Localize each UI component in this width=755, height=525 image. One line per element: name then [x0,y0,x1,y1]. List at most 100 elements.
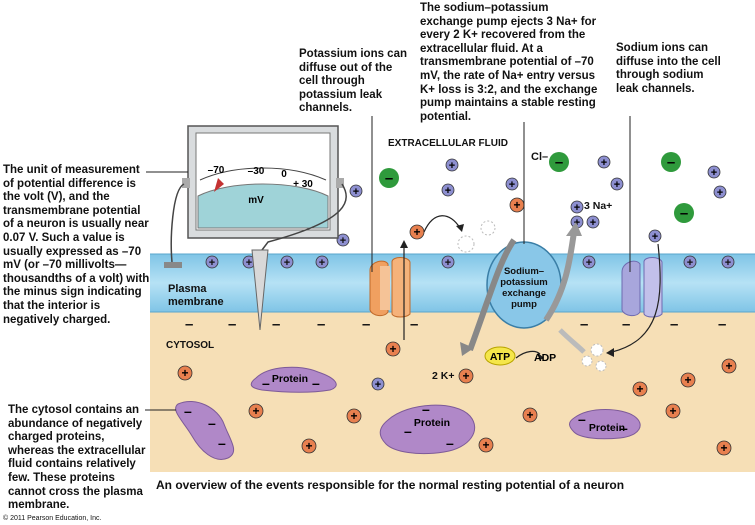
svg-text:+: + [375,379,381,391]
svg-text:+: + [353,186,359,198]
svg-text:+: + [252,404,259,418]
protein-note: The cytosol contains an abundance of neg… [8,404,146,512]
svg-text:–: – [404,423,412,439]
svg-text:+: + [246,257,252,269]
svg-text:+: + [590,217,596,229]
adp-label: ADP [534,352,556,364]
svg-text:+: + [509,179,515,191]
svg-text:+: + [181,366,188,380]
svg-text:+: + [513,198,520,212]
protein-label-2: Protein [414,417,450,429]
meter-needle [214,178,224,192]
protein-label-1: Protein [272,373,308,385]
svg-text:+: + [717,187,723,199]
meter-scale-zero: 0 [281,169,287,180]
svg-text:–: – [410,316,418,333]
svg-text:+: + [526,408,533,422]
protein-label-3: Protein [589,422,625,434]
svg-text:+: + [445,185,451,197]
svg-text:+: + [687,257,693,269]
membrane-negative-charges: ––– ––– –––– [185,316,726,333]
meter-unit: mV [248,195,264,206]
membrane-label: Plasma membrane [168,283,224,308]
chloride-label: Cl– [531,151,549,163]
svg-text:+: + [284,257,290,269]
extracellular-ions: + + + + + + + + + + + + + + + – – – – [319,152,727,253]
cytosol-label: CYTOSOL [166,340,215,351]
svg-text:–: – [184,403,192,419]
svg-text:–: – [185,316,193,333]
svg-text:+: + [652,231,658,243]
svg-text:–: – [580,316,588,333]
svg-text:+: + [574,217,580,229]
svg-text:+: + [636,382,643,396]
pump-note: The sodium–potassium exchange pump eject… [420,2,598,123]
svg-text:+: + [350,409,357,423]
atp-label: ATP [490,351,510,363]
svg-text:–: – [667,154,675,171]
svg-text:+: + [725,359,732,373]
svg-text:+: + [669,404,676,418]
svg-text:–: – [578,411,586,427]
na-outflow-arrow [543,231,577,322]
svg-text:–: – [385,170,393,187]
figure-caption: An overview of the events responsible fo… [156,478,625,492]
svg-text:–: – [670,316,678,333]
svg-text:+: + [720,441,727,455]
leader-lines [145,116,631,411]
k-exit-arrow [423,215,461,233]
svg-text:+: + [601,157,607,169]
k-inflow-arrow [467,238,517,352]
svg-text:+: + [574,202,580,214]
proteins: –– ––– ––– –– [175,366,641,460]
na-entry-arrow [611,243,661,353]
svg-text:+: + [209,257,215,269]
extracellular-label: EXTRACELLULAR FLUID [388,138,508,149]
svg-text:–: – [446,435,454,451]
pump-label: Sodium– potassium exchange pump [500,266,548,310]
svg-text:+: + [389,342,396,356]
svg-text:+: + [725,257,731,269]
svg-text:+: + [482,438,489,452]
svg-text:+: + [614,179,620,191]
svg-text:–: – [555,154,563,171]
potassium-leak-channel [369,257,411,318]
sodium-leak-channel [621,257,663,318]
sodium-count-label: 3 Na+ [584,200,613,212]
meter-scale-minus30: –30 [248,166,265,177]
svg-text:+: + [340,235,346,247]
potassium-note: Potassium ions can diffuse out of the ce… [299,48,408,115]
svg-text:–: – [312,375,320,391]
svg-text:–: – [228,316,236,333]
volt-note: The unit of measurement of potential dif… [3,164,150,326]
copyright: © 2011 Pearson Education, Inc. [3,515,102,522]
svg-text:+: + [305,439,312,453]
potassium-count-label: 2 K+ [432,370,455,382]
svg-text:+: + [684,373,691,387]
svg-text:+: + [413,225,420,239]
svg-text:+: + [586,257,592,269]
svg-text:–: – [262,375,270,391]
svg-text:–: – [422,401,430,417]
svg-text:+: + [462,369,469,383]
svg-text:–: – [317,316,325,333]
svg-text:+: + [711,167,717,179]
cytosol-ions: + + + + + + + + + + + + + + [177,341,737,456]
svg-text:–: – [362,316,370,333]
svg-text:+: + [449,160,455,172]
meter-scale-plus30: + 30 [293,179,313,190]
meter-scale-minus70: –70 [208,165,225,176]
voltmeter [164,125,347,331]
svg-text:–: – [272,316,280,333]
svg-text:–: – [680,205,688,222]
svg-text:–: – [218,435,226,451]
membrane-positive-ions: + + + + + + + + + [205,233,735,269]
svg-text:–: – [620,420,628,436]
sodium-note: Sodium ions can diffuse into the cell th… [616,42,721,95]
svg-text:–: – [718,316,726,333]
atp-badge [484,346,516,366]
svg-text:+: + [445,257,451,269]
svg-text:+: + [319,257,325,269]
svg-text:–: – [622,316,630,333]
